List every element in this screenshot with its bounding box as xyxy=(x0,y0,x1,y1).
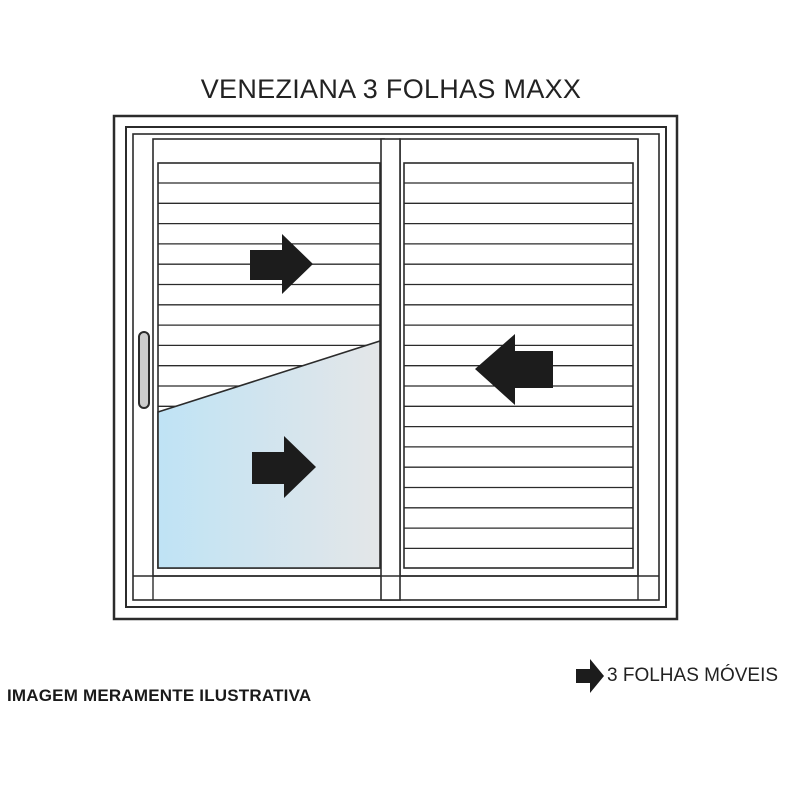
arrow-right-icon xyxy=(252,436,316,498)
legend: 3 FOLHAS MÓVEIS xyxy=(576,659,778,693)
right-louver-slats xyxy=(404,182,633,550)
center-mullion xyxy=(380,138,401,601)
inner-frame xyxy=(125,126,667,608)
arrow-right-icon xyxy=(250,234,313,294)
arrow-left-icon xyxy=(475,334,553,405)
disclaimer: IMAGEM MERAMENTE ILUSTRATIVA xyxy=(7,686,312,705)
arrow-right-icon xyxy=(576,659,604,693)
outer-frame xyxy=(112,114,679,621)
handle xyxy=(138,331,150,409)
diagram-title: VENEZIANA 3 FOLHAS MAXX xyxy=(200,74,582,104)
legend-label: 3 FOLHAS MÓVEIS xyxy=(607,665,779,686)
